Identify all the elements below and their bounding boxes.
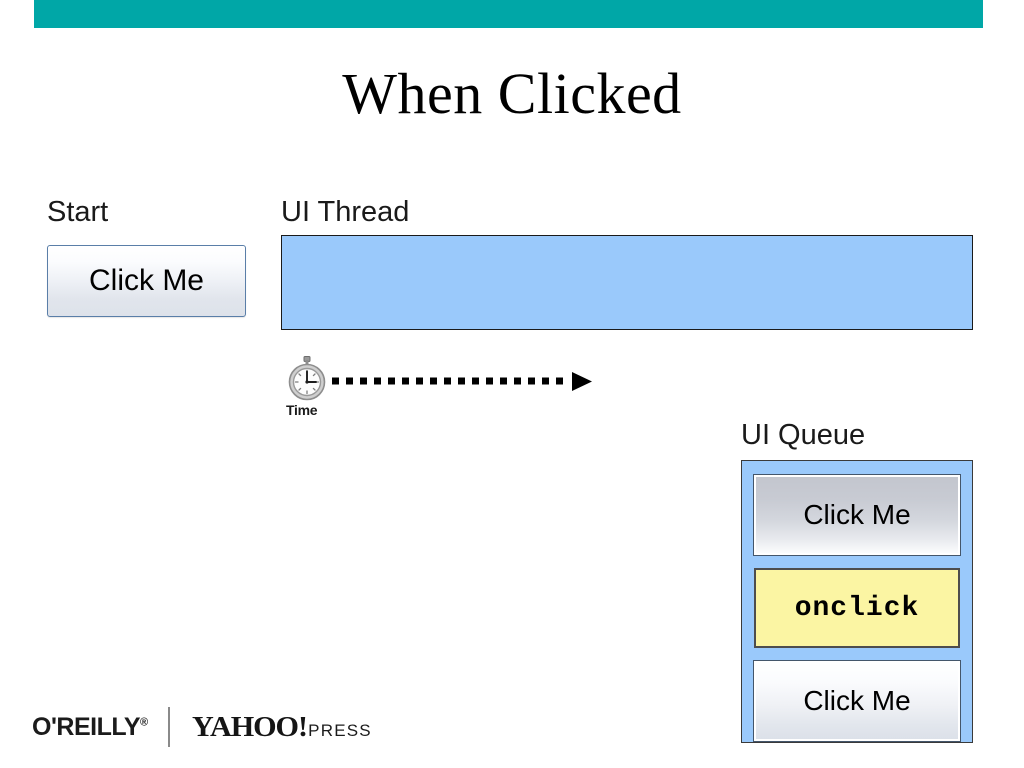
yahoo-press-logo: YAHOO! PRESS (192, 711, 372, 744)
oreilly-logo: O'REILLY® (32, 713, 148, 742)
queue-item-onclick[interactable]: onclick (754, 568, 960, 648)
ui-thread-track (281, 235, 973, 330)
registered-trademark-icon: ® (140, 716, 148, 729)
page-title: When Clicked (342, 61, 682, 126)
footer-divider (167, 707, 170, 747)
ui-queue-container: Click Me onclick Click Me (741, 460, 973, 743)
queue-item-click-me-bottom[interactable]: Click Me (753, 660, 961, 742)
time-direction-arrow (332, 372, 592, 391)
ui-queue-label: UI Queue (741, 419, 866, 451)
time-axis-group: Time (283, 356, 333, 422)
time-axis-label: Time (286, 402, 318, 418)
queue-item-click-me-top[interactable]: Click Me (753, 474, 961, 556)
press-wordmark: PRESS (308, 720, 372, 740)
yahoo-wordmark: YAHOO! (191, 710, 308, 743)
oreilly-wordmark: O'REILLY (32, 712, 141, 741)
ui-thread-label: UI Thread (281, 196, 410, 228)
footer-logo-group: O'REILLY® YAHOO! PRESS (32, 706, 372, 748)
stopwatch-icon (288, 356, 326, 401)
header-accent-bar (34, 0, 983, 28)
start-section-label: Start (47, 196, 109, 228)
start-click-me-button[interactable]: Click Me (47, 245, 246, 317)
